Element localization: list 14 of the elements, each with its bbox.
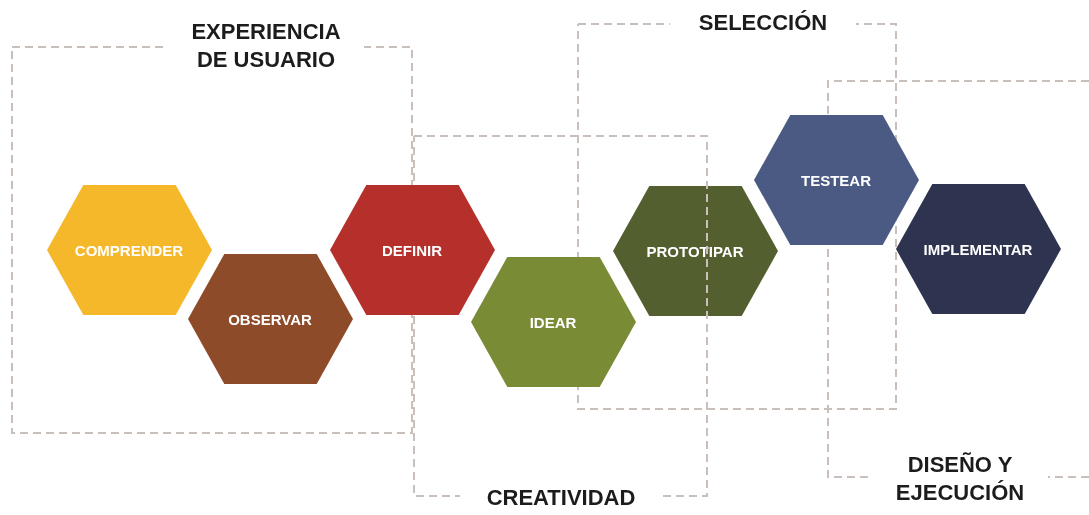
step-label: DEFINIR — [381, 241, 443, 259]
step-label: OBSERVAR — [227, 310, 313, 328]
hexagon — [46, 185, 212, 315]
step-label: COMPRENDER — [73, 241, 185, 259]
hexagon — [753, 115, 919, 245]
hexagon — [187, 254, 353, 384]
hexagon — [329, 185, 495, 315]
step-label: TESTEAR — [800, 171, 872, 189]
hexagon — [470, 257, 636, 387]
step-label: IMPLEMENTAR — [922, 240, 1034, 258]
step-label: PROTOTIPAR — [645, 242, 745, 260]
hexagon — [895, 184, 1061, 314]
hexagon — [612, 186, 778, 316]
step-label: IDEAR — [528, 313, 578, 331]
